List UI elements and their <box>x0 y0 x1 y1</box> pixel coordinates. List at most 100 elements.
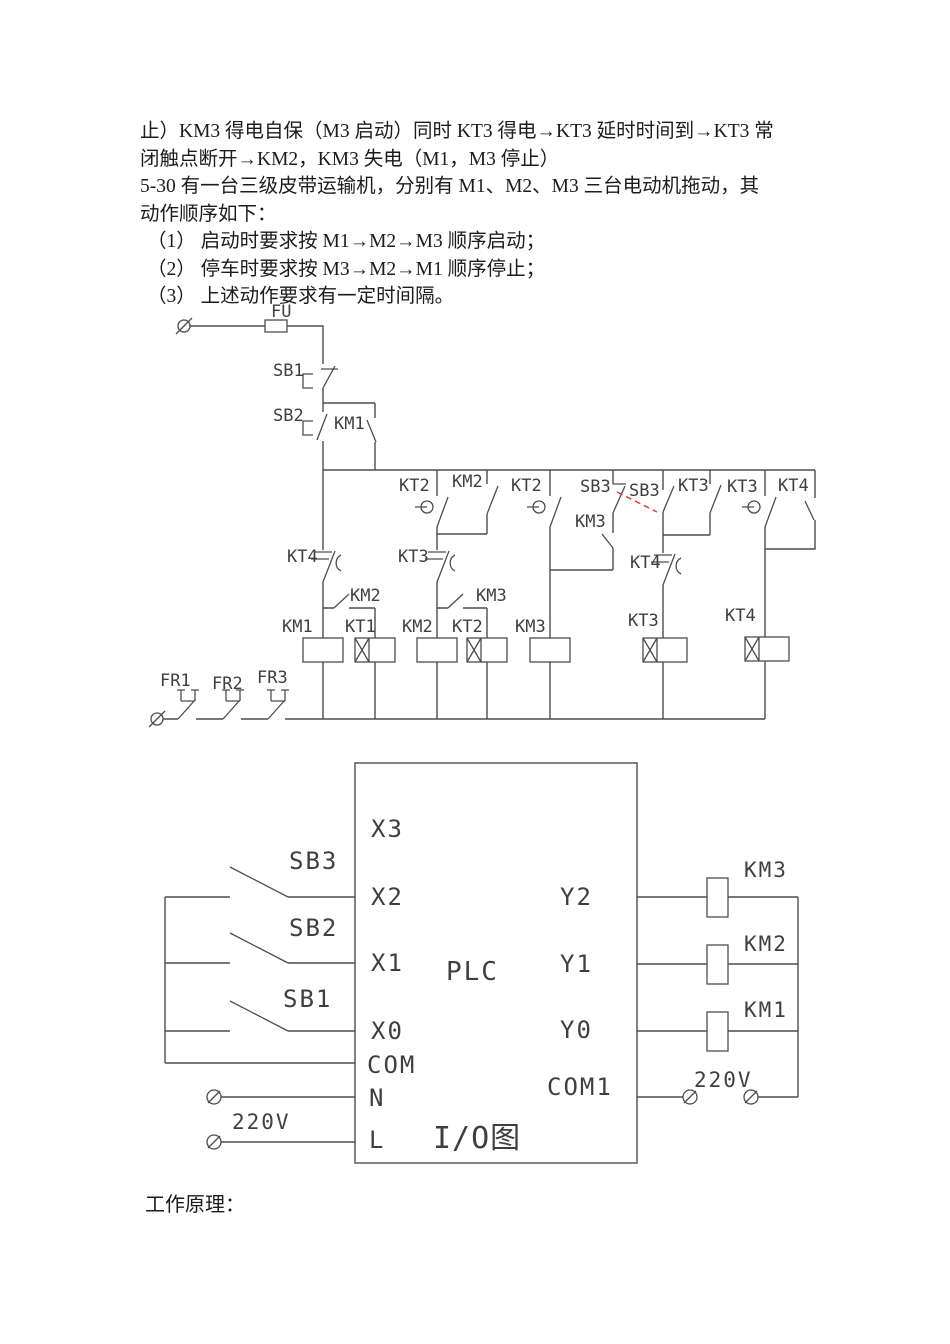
km1-no-contact-icon <box>366 419 377 443</box>
label-km3-coil: KM3 <box>515 617 546 637</box>
fuse-fu-icon <box>264 319 288 333</box>
kt1-coil-icon <box>354 637 396 663</box>
label-sb1-switch: SB1 <box>283 985 332 1013</box>
n-terminal-icon <box>206 1089 222 1105</box>
kt2-delayed-no-contact-2-icon <box>527 496 562 528</box>
label-io-caption: I/O图 <box>433 1121 521 1156</box>
km2-no-contact-horizontal-icon <box>333 593 350 609</box>
kt4-delayed-nc-contact-icon <box>311 550 342 583</box>
label-km1-contact: KM1 <box>334 414 365 434</box>
kt4-no-contact-icon <box>804 500 815 521</box>
sb3-nc-contact-icon <box>662 485 675 513</box>
km3-output-coil-icon <box>706 877 729 918</box>
label-kt4-contact: KT4 <box>778 476 809 496</box>
text-line: （2） 停车时要求按 M3→M2→M1 顺序停止； <box>147 258 546 280</box>
text-line: 止）KM3 得电自保（M3 启动）同时 KT3 得电→KT3 延时时间到→KT3… <box>140 121 774 142</box>
kt4-coil-icon <box>744 636 790 662</box>
label-km3-hold: KM3 <box>575 512 606 532</box>
sb1-nc-pushbutton-icon <box>302 365 338 389</box>
mechanical-link-icon <box>616 491 658 513</box>
label-kt1-coil: KT1 <box>345 617 376 637</box>
sb3-no-contact-icon <box>612 483 626 514</box>
label-kt3-nc-mid: KT3 <box>398 547 429 567</box>
label-220v-right: 220V <box>694 1068 753 1092</box>
text-line: （3） 上述动作要求有一定时间隔。 <box>147 286 455 307</box>
label-kt3-contact-2: KT3 <box>727 477 758 497</box>
label-kt4-nc-right: KT4 <box>630 553 661 573</box>
label-fr2: FR2 <box>212 674 243 694</box>
label-kt4-nc-left: KT4 <box>287 547 318 567</box>
com1-terminal-left-icon <box>682 1089 698 1105</box>
label-sb2-switch: SB2 <box>289 914 338 942</box>
relay-wires <box>163 325 816 720</box>
label-km2-no: KM2 <box>350 586 381 606</box>
label-fr1: FR1 <box>160 671 191 691</box>
kt2-delayed-no-contact-icon <box>415 496 449 528</box>
sb2-no-pushbutton-icon <box>302 413 328 441</box>
fr3-overload-contact-icon <box>267 689 289 720</box>
text-line: 5-30 有一台三级皮带运输机，分别有 M1、M2、M3 三台电动机拖动，其 <box>140 176 760 197</box>
kt2-coil-icon <box>466 637 508 663</box>
km1-coil-icon <box>302 637 344 663</box>
label-y2: Y2 <box>560 883 593 911</box>
kt3-no-contact-icon <box>709 484 722 514</box>
label-kt2-contact-1: KT2 <box>399 476 430 496</box>
label-x2: X2 <box>371 883 404 911</box>
label-km2-output: KM2 <box>744 932 788 956</box>
label-plc: PLC <box>446 957 499 987</box>
label-km2-coil: KM2 <box>402 617 433 637</box>
label-x0: X0 <box>371 1017 404 1045</box>
km2-no-contact-icon <box>486 485 499 515</box>
label-km2-contact: KM2 <box>452 472 483 492</box>
label-km3-no: KM3 <box>476 586 507 606</box>
label-sb3-switch: SB3 <box>289 847 338 875</box>
km3-hold-contact-icon <box>601 533 614 549</box>
label-sb1: SB1 <box>273 361 304 381</box>
problem-text-block: 止）KM3 得电自保（M3 启动）同时 KT3 得电→KT3 延时时间到→KT3… <box>140 118 774 311</box>
label-km1-coil: KM1 <box>282 617 313 637</box>
label-km3-output: KM3 <box>744 858 788 882</box>
label-km1-output: KM1 <box>744 998 788 1022</box>
label-kt4-coil: KT4 <box>725 606 756 626</box>
plc-io-diagram: X3 X2 X1 X0 COM N L PLC I/O图 Y2 Y1 Y0 CO… <box>164 762 799 1164</box>
label-kt2-contact-2: KT2 <box>511 476 542 496</box>
label-sb2: SB2 <box>273 406 304 426</box>
sb2-switch-icon <box>229 932 289 964</box>
fr1-overload-contact-icon <box>177 689 199 720</box>
kt3-delayed-no-contact-icon <box>742 496 777 528</box>
relay-ladder-diagram: FU SB1 SB2 KM1 KT2 KM2 KT2 SB3 SB3 KT3 K… <box>148 302 816 728</box>
label-y1: Y1 <box>560 950 593 978</box>
label-kt2-coil: KT2 <box>452 617 483 637</box>
text-line: 闭触点断开→KM2，KM3 失电（M1，M3 停止） <box>140 148 560 170</box>
label-fr3: FR3 <box>257 668 288 688</box>
power-terminal-top-icon <box>175 317 193 335</box>
kt4-delayed-nc-contact-2-icon <box>651 553 682 586</box>
label-x1: X1 <box>371 949 404 977</box>
l-terminal-icon <box>206 1134 222 1150</box>
com1-terminal-right-icon <box>743 1089 759 1105</box>
sb1-switch-icon <box>229 1000 289 1032</box>
km2-output-coil-icon <box>706 944 729 985</box>
label-kt3-coil: KT3 <box>628 611 659 631</box>
label-y0: Y0 <box>560 1016 593 1044</box>
label-kt3-contact-1: KT3 <box>678 476 709 496</box>
kt3-delayed-nc-contact-icon <box>425 550 456 583</box>
kt3-coil-icon <box>642 637 688 663</box>
label-sb3-contact-2: SB3 <box>629 481 660 501</box>
km3-coil-icon <box>529 637 571 663</box>
text-line: （1） 启动时要求按 M1→M2→M3 顺序启动； <box>147 231 546 252</box>
km3-no-contact-horizontal-icon <box>447 593 464 609</box>
label-220v-left: 220V <box>232 1110 291 1134</box>
label-n: N <box>369 1084 385 1112</box>
label-com: COM <box>367 1051 416 1079</box>
km2-coil-icon <box>416 637 458 663</box>
fr2-overload-contact-icon <box>222 689 244 720</box>
power-terminal-bottom-icon <box>148 710 166 728</box>
working-principle-heading: 工作原理： <box>145 1194 245 1216</box>
text-line: 动作顺序如下： <box>140 203 277 225</box>
km1-output-coil-icon <box>706 1011 729 1052</box>
label-l: L <box>369 1126 385 1154</box>
label-fu: FU <box>271 302 291 322</box>
label-x3: X3 <box>371 815 404 843</box>
